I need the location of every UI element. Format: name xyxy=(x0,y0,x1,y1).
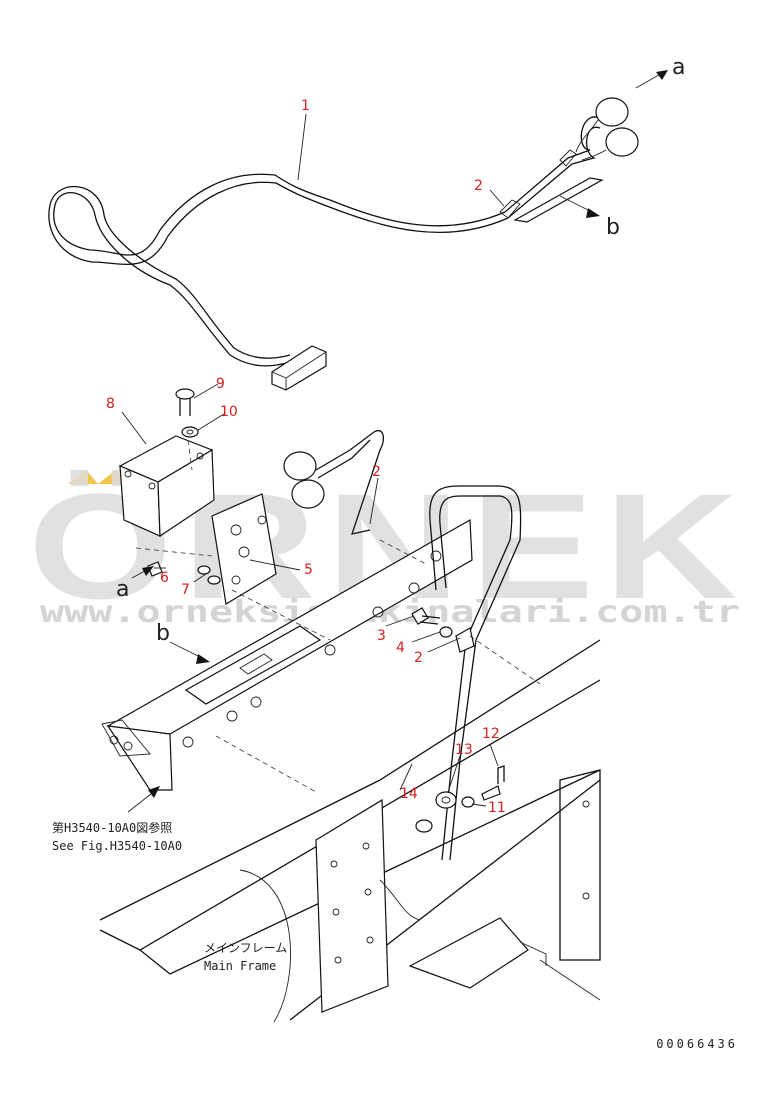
arrow-b-top xyxy=(559,195,600,218)
callout-12: 12 xyxy=(482,726,500,742)
letter-b-left: b xyxy=(156,621,170,646)
arrow-see-fig xyxy=(127,786,160,813)
washer-4 xyxy=(439,626,453,638)
callout-13: 13 xyxy=(455,742,473,758)
callout-11: 11 xyxy=(488,800,506,816)
watermark-accent-left xyxy=(68,470,98,484)
bracket-8 xyxy=(118,435,215,538)
washer-10 xyxy=(181,426,199,438)
see-fig-note-en: See Fig.H3540-10A0 xyxy=(52,839,182,853)
washer-7 xyxy=(197,565,221,585)
callout-14: 14 xyxy=(400,786,418,802)
letter-a-top: a xyxy=(672,55,685,80)
clamp-assembly xyxy=(415,765,505,833)
bolt-3 xyxy=(411,607,441,625)
main-frame-label-en: Main Frame xyxy=(204,959,276,973)
callout-1: 1 xyxy=(301,98,310,114)
main-frame xyxy=(99,639,601,1023)
nut-6 xyxy=(147,561,163,577)
connector-pair-top xyxy=(575,97,639,161)
callout-3: 3 xyxy=(377,628,386,644)
channel-bracket xyxy=(101,518,473,791)
arrow-letters: a b a b xyxy=(116,55,685,646)
plate-b xyxy=(184,625,322,705)
callout-2-top: 2 xyxy=(474,178,483,194)
callout-2-mid: 2 xyxy=(372,464,381,480)
pipe-loop xyxy=(429,485,522,861)
harness-connector-end xyxy=(271,345,327,391)
arrow-b-left xyxy=(169,641,210,664)
see-fig-note-jp: 第H3540-10A0図参照 xyxy=(52,820,172,835)
callout-10: 10 xyxy=(220,404,238,420)
assembly-lines xyxy=(135,439,541,793)
callout-6: 6 xyxy=(160,570,169,586)
connector-pair-middle xyxy=(283,429,385,535)
leader-lines xyxy=(121,113,505,807)
bracket-plate-top xyxy=(499,149,604,223)
arrow-a-left xyxy=(131,566,154,579)
callout-8: 8 xyxy=(106,396,115,412)
callout-9: 9 xyxy=(216,376,225,392)
harness-assembly xyxy=(48,97,639,391)
notes: 第H3540-10A0図参照 See Fig.H3540-10A0 メインフレー… xyxy=(52,820,738,1051)
callout-5: 5 xyxy=(304,562,313,578)
callout-labels: 1 2 8 9 10 2 5 6 7 3 4 2 12 13 14 11 xyxy=(106,98,506,816)
callout-7: 7 xyxy=(181,582,190,598)
letter-a-left: a xyxy=(116,577,129,602)
drawing-number: 00066436 xyxy=(656,1037,738,1051)
mounting-plate-5 xyxy=(211,493,277,605)
callout-4: 4 xyxy=(396,640,405,656)
main-frame-label-jp: メインフレーム xyxy=(204,941,287,955)
letter-b-top: b xyxy=(606,215,620,240)
arrow-a-top xyxy=(635,70,668,89)
bolt-9 xyxy=(175,388,195,416)
callout-2-low: 2 xyxy=(414,650,423,666)
